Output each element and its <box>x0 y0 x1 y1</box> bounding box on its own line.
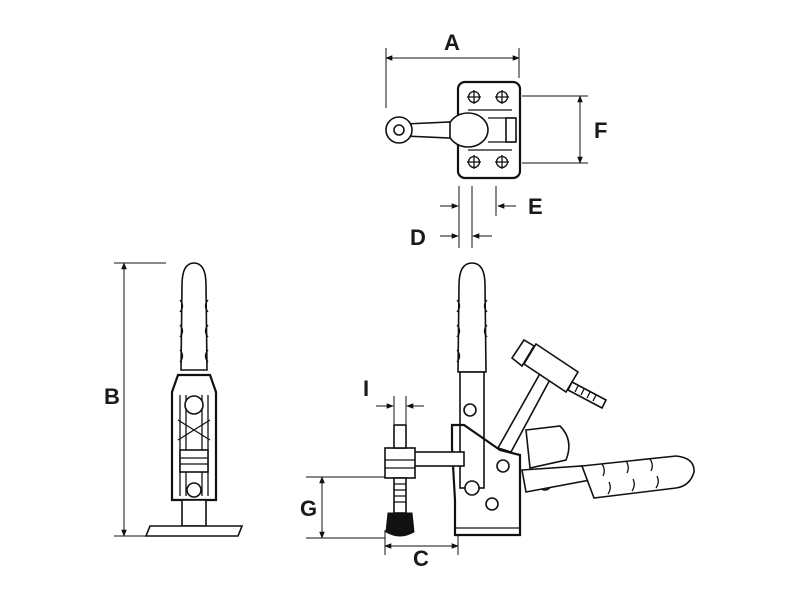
side-view <box>384 262 695 537</box>
label-a: A <box>444 30 460 55</box>
label-d: D <box>410 225 426 250</box>
handle-grip-side <box>457 262 487 373</box>
dimension-f: F <box>522 95 607 164</box>
pressure-pad <box>385 512 415 537</box>
dimension-i: I <box>363 376 424 424</box>
label-c: C <box>413 546 429 571</box>
open-handle-grip <box>580 455 695 499</box>
plate-slot-lines <box>468 109 512 151</box>
dimension-g: G <box>300 476 385 539</box>
label-f: F <box>594 118 607 143</box>
label-i: I <box>363 376 369 401</box>
label-e: E <box>528 194 543 219</box>
dimension-b: B <box>104 262 166 537</box>
linkage-frame <box>170 373 218 502</box>
label-b: B <box>104 384 120 409</box>
dimension-c: C <box>384 530 459 571</box>
dimension-a: A <box>385 30 520 108</box>
dimension-e: E <box>495 186 543 219</box>
mounting-holes <box>467 90 509 169</box>
clamp-arm-side <box>413 451 465 467</box>
base-flange-end <box>144 525 244 537</box>
end-view <box>144 262 244 537</box>
label-g: G <box>300 496 317 521</box>
open-spindle-rod <box>566 380 608 410</box>
handle-knob <box>447 112 489 148</box>
spindle-block-end <box>179 449 209 473</box>
handle-grip-end <box>180 262 208 371</box>
top-view <box>385 80 522 180</box>
spindle-block <box>384 447 416 479</box>
spindle-rod-top <box>393 424 407 449</box>
dimension-d: D <box>410 186 492 250</box>
clamp-body <box>450 423 522 537</box>
